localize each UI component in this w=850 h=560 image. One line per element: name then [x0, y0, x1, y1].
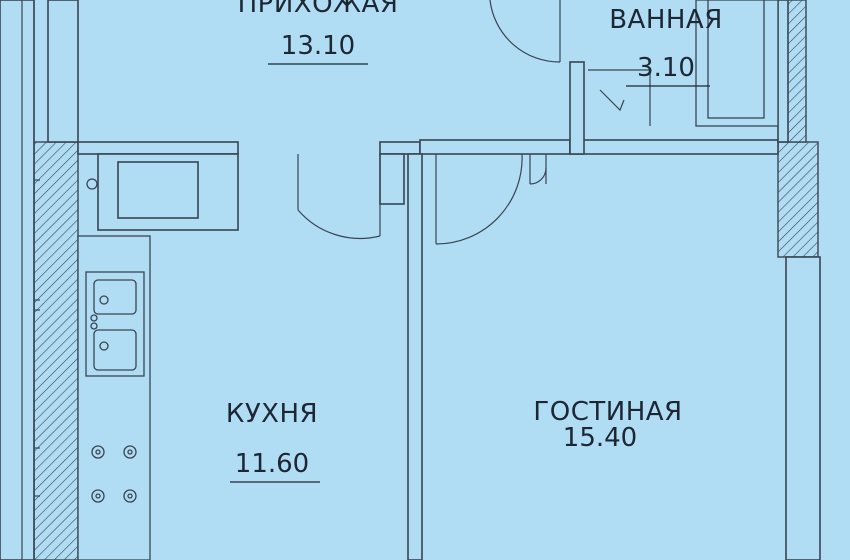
- kitchen-fixtures: [34, 178, 151, 560]
- bath-fixtures: [588, 0, 779, 127]
- room-living-area: 15.40: [563, 423, 637, 453]
- room-living: ГОСТИНАЯ 15.40: [533, 397, 682, 453]
- room-kitchen-name: КУХНЯ: [226, 399, 318, 429]
- room-hall-name: ПРИХОЖАЯ: [238, 0, 399, 19]
- interior-walls: [77, 0, 789, 560]
- room-bath: ВАННАЯ 3.10: [609, 5, 723, 87]
- room-hall: ПРИХОЖАЯ 13.10: [238, 0, 399, 65]
- exterior-walls: [0, 0, 821, 560]
- room-living-name: ГОСТИНАЯ: [533, 397, 682, 427]
- doors: [297, 0, 561, 245]
- room-kitchen-area: 11.60: [235, 449, 309, 479]
- room-bath-name: ВАННАЯ: [609, 5, 723, 35]
- room-kitchen: КУХНЯ 11.60: [226, 399, 320, 483]
- room-bath-area: 3.10: [637, 53, 695, 83]
- room-hall-area: 13.10: [281, 31, 355, 61]
